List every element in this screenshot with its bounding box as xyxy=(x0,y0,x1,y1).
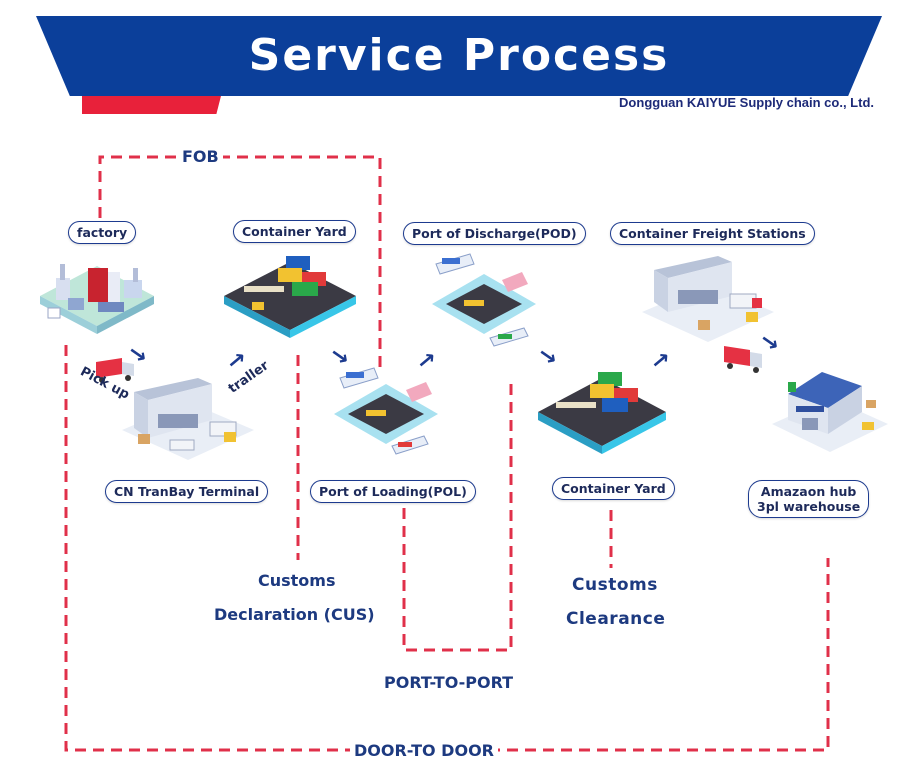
banner-red-accent xyxy=(82,92,222,114)
company-name: Dongguan KAIYUE Supply chain co., Ltd. xyxy=(619,95,874,110)
zone-customs-declaration-line1: Customs xyxy=(254,571,340,590)
stage-amazon-hub: Amazaon hub 3pl warehouse xyxy=(748,480,870,518)
truck-icon xyxy=(724,346,762,373)
zone-fob: FOB xyxy=(178,147,223,166)
stage-container-yard-2: Container Yard xyxy=(552,477,675,500)
stage-factory: factory xyxy=(68,221,137,244)
zone-customs-clearance-line2: Clearance xyxy=(562,609,670,629)
page-title: Service Process xyxy=(248,30,670,81)
truck-icon xyxy=(96,358,134,383)
port-ship-icon xyxy=(334,367,438,455)
header-banner: Service Process xyxy=(36,16,882,96)
warehouse-icon xyxy=(642,256,774,342)
container-yard-icon xyxy=(538,372,666,454)
warehouse-icon xyxy=(122,378,254,460)
warehouse-icon xyxy=(772,372,888,452)
stage-container-yard-1: Container Yard xyxy=(233,220,356,243)
zone-port-to-port: PORT-TO-PORT xyxy=(380,673,518,692)
door-to-door-line xyxy=(64,345,830,752)
stage-port-of-loading: Port of Loading(POL) xyxy=(310,480,476,503)
zone-customs-clearance-line1: Customs xyxy=(568,575,662,595)
stage-cn-terminal: CN TranBay Terminal xyxy=(105,480,269,503)
stage-port-of-discharge: Port of Discharge(POD) xyxy=(403,222,586,245)
zone-customs-declaration-line2: Declaration (CUS) xyxy=(210,605,379,624)
port-to-port-line xyxy=(402,378,513,652)
stage-container-freight-stations: Container Freight Stations xyxy=(610,222,815,245)
fob-line xyxy=(98,155,382,370)
amazon-hub-line2: 3pl warehouse xyxy=(757,499,861,514)
factory-icon xyxy=(40,264,154,334)
zone-door-to-door: DOOR-TO DOOR xyxy=(350,741,498,760)
port-ship-icon xyxy=(432,253,536,347)
amazon-hub-line1: Amazaon hub xyxy=(760,484,857,499)
container-yard-icon xyxy=(224,256,356,338)
